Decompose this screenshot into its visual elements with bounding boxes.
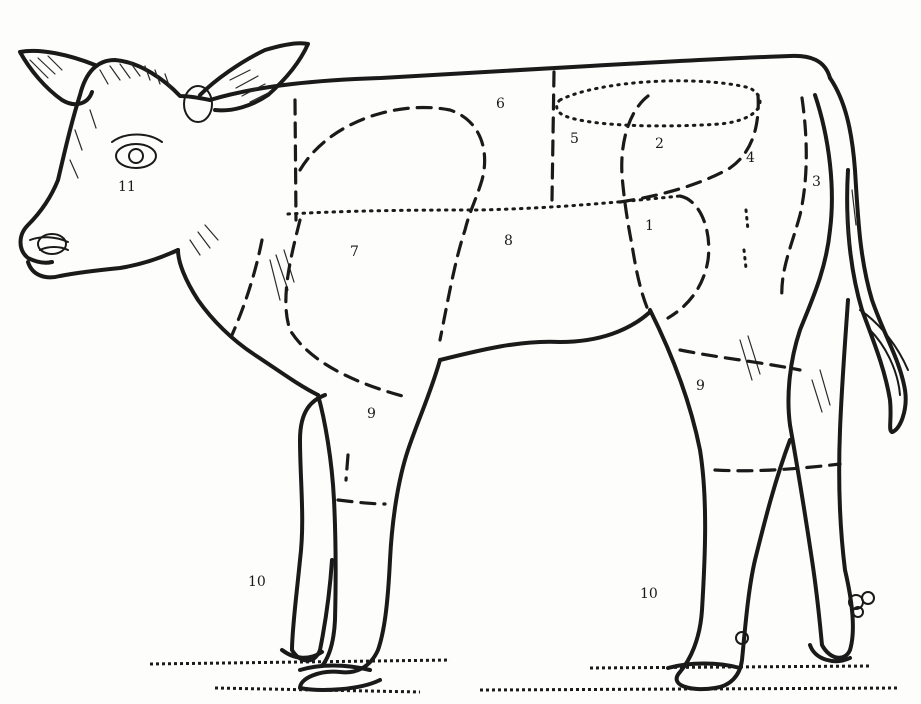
region-label-9-hind: 9 [696, 378, 705, 394]
region-label-8: 8 [504, 233, 513, 249]
region-label-9-front: 9 [367, 406, 376, 422]
region-label-10-front: 10 [248, 574, 266, 590]
region-labels: 1 2 3 4 5 6 7 8 9 9 10 10 11 [118, 96, 821, 602]
ground-lines [150, 660, 900, 692]
region-label-3: 3 [812, 174, 821, 190]
region-label-5: 5 [570, 131, 579, 147]
cut-boundaries [232, 72, 840, 504]
region-label-6: 6 [496, 96, 505, 112]
region-label-10-hind: 10 [640, 586, 658, 602]
region-label-7: 7 [350, 244, 359, 260]
region-label-2: 2 [655, 136, 664, 152]
region-label-1: 1 [645, 218, 654, 234]
region-label-4: 4 [746, 150, 755, 166]
region-label-11: 11 [118, 179, 136, 195]
